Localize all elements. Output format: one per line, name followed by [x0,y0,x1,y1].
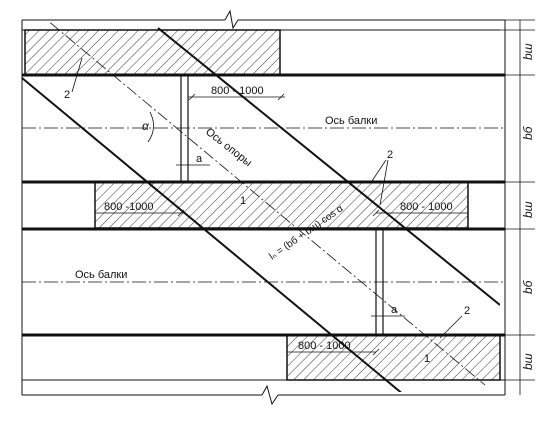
frame [21,9,506,406]
side-label-3: bш [521,201,535,218]
break-mark-bottom [261,384,279,406]
callout-1-lower: 1 [424,353,430,365]
dim-middle-right: 800 - 1000 [400,201,453,213]
diagonals [22,22,500,392]
support-axis-label: Ось опоры [203,126,254,169]
dimension-lines [95,93,468,356]
callout-2-middle: 2 [387,149,393,161]
alpha-label: α [142,119,150,133]
dim-middle-left: 800 -1000 [104,201,154,213]
a-label-lower: a [391,304,398,316]
side-label-5: bш [521,353,535,370]
side-label-1: bш [521,43,535,60]
slab-bottom [286,334,501,381]
alpha-arc [147,111,154,143]
callout-2-upper-left: 2 [64,89,70,101]
beam-axis-lower-label: Ось балки [75,269,127,281]
support-axis-line [48,22,486,386]
callout-1-middle: 1 [240,195,246,207]
diagonal-left [22,77,402,392]
beam-axes [22,127,505,283]
beam-axis-upper-label: Ось балки [325,115,377,127]
break-mark-top [224,9,239,30]
slab-top [24,29,281,76]
side-dimension [497,19,535,395]
diagonal-right [157,27,500,306]
posts [180,75,384,335]
dim-bottom: 800 - 1000 [298,340,351,352]
dim-top: 800 - 1000 [211,85,264,97]
callout-2-lower-right: 2 [464,305,470,317]
callout-leaders [71,57,463,339]
a-label-upper: a [196,153,203,165]
side-label-4: bб [521,279,535,294]
side-label-2: bб [521,125,535,140]
